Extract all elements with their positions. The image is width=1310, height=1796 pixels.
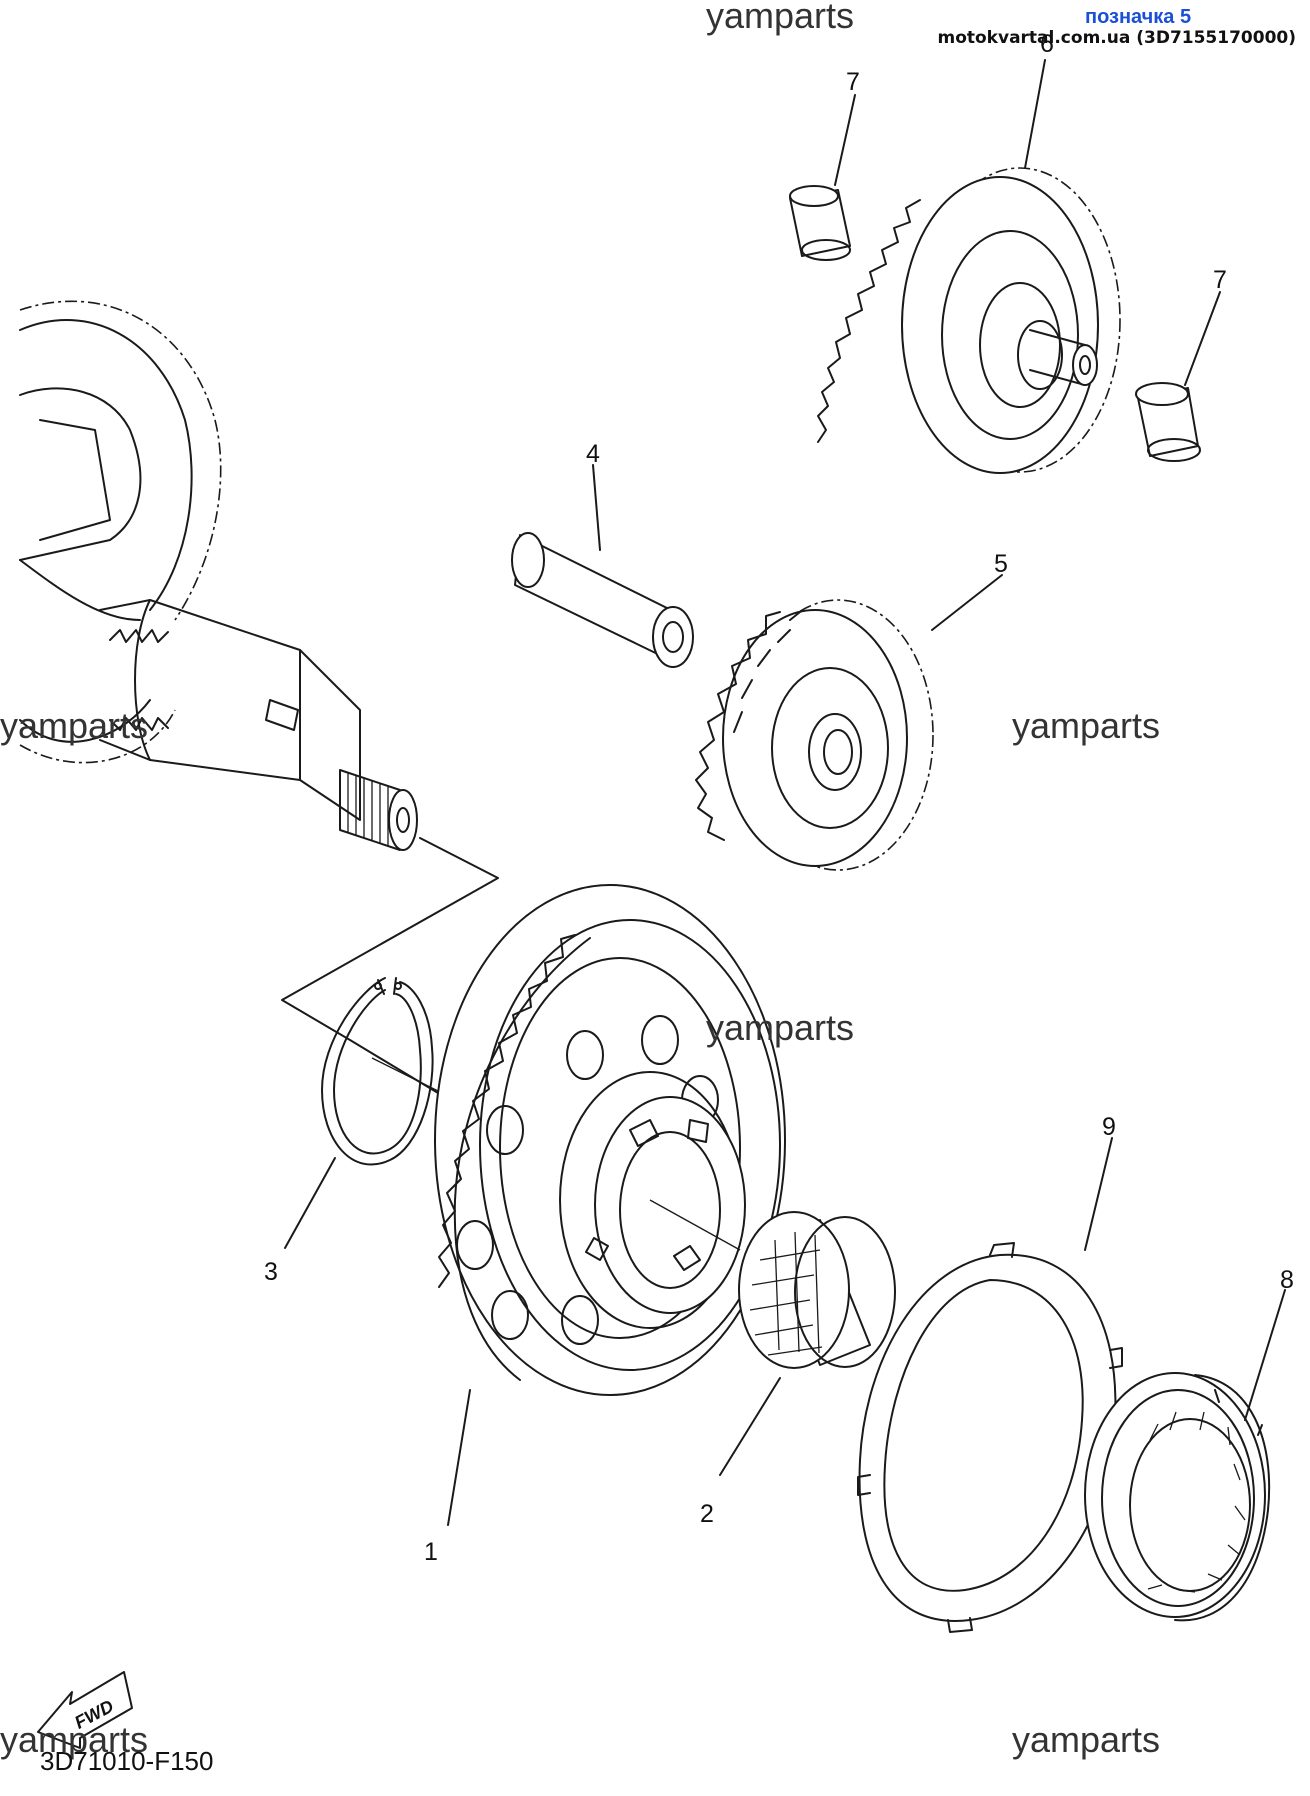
one-way-clutch: [1084, 1372, 1271, 1622]
watermark: yamparts: [706, 1007, 854, 1048]
needle-bearing: [738, 1211, 896, 1369]
callout-5: 5: [994, 550, 1008, 578]
idler-shaft: [511, 532, 694, 668]
callout-leaders: [284, 59, 1286, 1526]
idler-gear: [695, 599, 934, 871]
forward-direction-arrow: FWD: [37, 1671, 133, 1749]
starter-wheel-gear: [434, 884, 786, 1396]
site-reference: motokvartal.com.ua (3D7155170000): [937, 28, 1296, 48]
variant-label: позначка 5: [1085, 6, 1192, 28]
watermarks: yamparts yamparts yamparts yamparts yamp…: [0, 0, 1160, 1760]
watermark: yamparts: [1012, 1719, 1160, 1760]
plate-washer: [857, 1242, 1123, 1633]
assembly-leader-line: [281, 837, 499, 1094]
callout-2: 2: [700, 1500, 714, 1528]
starter-clutch-assembly: [817, 167, 1121, 474]
bush-upper: [789, 185, 851, 261]
callout-1: 1: [424, 1538, 438, 1566]
circlip: [321, 977, 441, 1166]
callout-7-upper: 7: [846, 68, 860, 96]
callout-6: 6: [1040, 30, 1054, 58]
callout-8: 8: [1280, 1266, 1294, 1294]
watermark: yamparts: [0, 1719, 148, 1760]
callout-numbers: 1 2 3 4 5 6 7 7 8 9: [264, 30, 1294, 1566]
watermark: yamparts: [706, 0, 854, 36]
bush-lower: [1135, 382, 1201, 462]
diagram-code: 3D71010-F150: [40, 1746, 214, 1776]
callout-3: 3: [264, 1258, 278, 1286]
callout-4: 4: [586, 440, 600, 468]
watermark: yamparts: [1012, 705, 1160, 746]
crankshaft-drawing: [19, 300, 418, 851]
callout-9: 9: [1102, 1113, 1116, 1141]
watermark: yamparts: [0, 705, 148, 746]
callout-7-lower: 7: [1213, 266, 1227, 294]
